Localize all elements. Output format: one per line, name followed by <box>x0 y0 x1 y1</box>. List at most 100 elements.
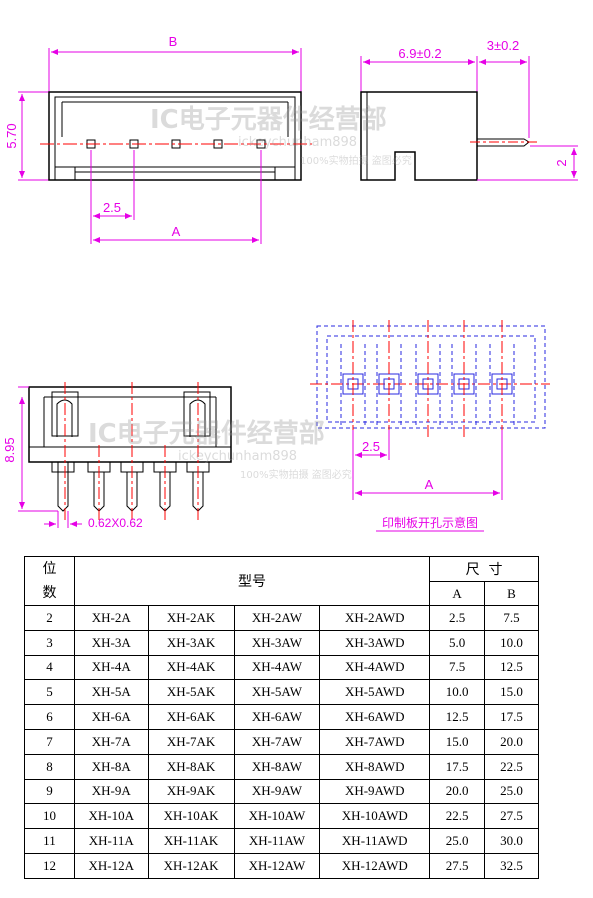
cell-dim-b: 15.0 <box>484 679 539 706</box>
cell-position: 11 <box>24 828 75 854</box>
cell-model-ak: XH-5AK <box>147 679 235 706</box>
dim-pin-size-label: 0.62X0.62 <box>88 516 143 530</box>
pcb-hole-1 <box>340 320 366 440</box>
cell-position: 12 <box>24 852 75 879</box>
cell-model-awd: XH-4AWD <box>319 654 431 681</box>
cell-model-aw: XH-7AW <box>233 728 321 755</box>
dim-pcb-a-label: A <box>425 477 434 492</box>
cell-model-a: XH-10A <box>73 803 149 830</box>
cell-model-aw: XH-12AW <box>233 852 321 879</box>
cell-model-aw: XH-11AW <box>233 828 321 854</box>
watermark-main: IC电子元器件经营部 <box>150 104 387 135</box>
front-view-top: B 5.70 2.5 A <box>4 34 312 244</box>
watermark-sub-2: ickeychunham898 <box>178 449 297 464</box>
cell-dim-b: 20.0 <box>484 728 539 755</box>
cell-dim-b: 27.5 <box>484 803 539 830</box>
cell-position: 2 <box>24 605 75 631</box>
cell-dim-b: 22.5 <box>484 753 539 780</box>
header-size: 尺 寸 <box>429 555 539 583</box>
watermark-note: 100%实物拍摄 盗图必究 <box>300 154 412 167</box>
cell-model-ak: XH-7AK <box>147 728 235 755</box>
watermark-note-2: 100%实物拍摄 盗图必究 <box>240 468 352 481</box>
pcb-hole-2 <box>376 320 402 440</box>
cell-position: 9 <box>24 778 75 805</box>
cell-model-ak: XH-3AK <box>147 629 235 656</box>
cell-dim-a: 27.5 <box>429 852 486 879</box>
dim-a-top-label: A <box>172 224 181 239</box>
cell-model-awd: XH-3AWD <box>319 629 431 656</box>
cell-model-awd: XH-7AWD <box>319 728 431 755</box>
cell-model-awd: XH-6AWD <box>319 704 431 730</box>
cell-dim-b: 25.0 <box>484 778 539 805</box>
cell-dim-a: 10.0 <box>429 679 486 706</box>
dim-b-label: B <box>169 34 178 49</box>
cell-model-a: XH-2A <box>73 605 149 631</box>
cell-dim-a: 22.5 <box>429 803 486 830</box>
cell-model-a: XH-7A <box>73 728 149 755</box>
cell-model-aw: XH-5AW <box>233 679 321 706</box>
cell-dim-b: 17.5 <box>484 704 539 730</box>
header-model: 型号 <box>73 556 431 606</box>
cell-model-a: XH-9A <box>73 778 149 805</box>
header-position-top: 位 <box>42 561 57 577</box>
cell-dim-a: 25.0 <box>429 828 486 854</box>
cell-model-a: XH-11A <box>73 828 149 854</box>
cell-model-awd: XH-2AWD <box>319 605 431 631</box>
header-col-a: A <box>429 581 486 606</box>
header-col-b: B <box>484 581 539 606</box>
dim-pin-label: 3±0.2 <box>487 38 519 53</box>
cell-dim-b: 32.5 <box>484 852 539 879</box>
cell-model-aw: XH-3AW <box>233 629 321 656</box>
cell-model-awd: XH-9AWD <box>319 778 431 805</box>
cell-dim-a: 17.5 <box>429 753 486 780</box>
dim-height-bottom-label: 8.95 <box>2 437 17 462</box>
pcb-hole-3 <box>415 320 441 440</box>
cell-model-awd: XH-8AWD <box>319 753 431 780</box>
cell-position: 8 <box>24 753 75 780</box>
cell-model-awd: XH-10AWD <box>319 803 431 830</box>
cell-position: 7 <box>24 728 75 755</box>
header-position-bottom: 数 <box>42 585 57 601</box>
cell-model-a: XH-4A <box>73 654 149 681</box>
cell-dim-a: 2.5 <box>429 605 486 631</box>
cell-dim-a: 15.0 <box>429 728 486 755</box>
side-view: 6.9±0.2 3±0.2 2 <box>360 38 578 181</box>
cell-model-ak: XH-11AK <box>147 828 235 854</box>
cell-dim-b: 12.5 <box>484 654 539 681</box>
header-position: 位 数 <box>24 556 75 606</box>
pcb-hole-4 <box>451 320 477 440</box>
cell-position: 4 <box>24 654 75 681</box>
cell-model-ak: XH-8AK <box>147 753 235 780</box>
cell-model-a: XH-3A <box>73 629 149 656</box>
pcb-hole-layout: 2.5 A 印制板开孔示意图 <box>310 320 550 532</box>
cell-model-awd: XH-12AWD <box>319 852 431 879</box>
dim-depth-label: 6.9±0.2 <box>398 46 441 61</box>
watermark-main-2: IC电子元器件经营部 <box>88 418 325 449</box>
cell-model-ak: XH-4AK <box>147 654 235 681</box>
cell-model-ak: XH-10AK <box>147 803 235 830</box>
cell-model-ak: XH-12AK <box>147 852 235 879</box>
cell-dim-a: 5.0 <box>429 629 486 656</box>
cell-position: 10 <box>24 803 75 830</box>
cell-model-aw: XH-6AW <box>233 704 321 730</box>
cell-model-aw: XH-9AW <box>233 778 321 805</box>
cell-model-a: XH-12A <box>73 852 149 879</box>
cell-dim-b: 10.0 <box>484 629 539 656</box>
cell-dim-b: 7.5 <box>484 605 539 631</box>
cell-position: 6 <box>24 704 75 730</box>
pcb-caption: 印制板开孔示意图 <box>382 515 478 530</box>
cell-dim-a: 20.0 <box>429 778 486 805</box>
dim-pitch-top-label: 2.5 <box>103 200 121 215</box>
front-view-bottom: 8.95 0.62X0.62 <box>2 382 232 530</box>
cell-model-aw: XH-8AW <box>233 753 321 780</box>
